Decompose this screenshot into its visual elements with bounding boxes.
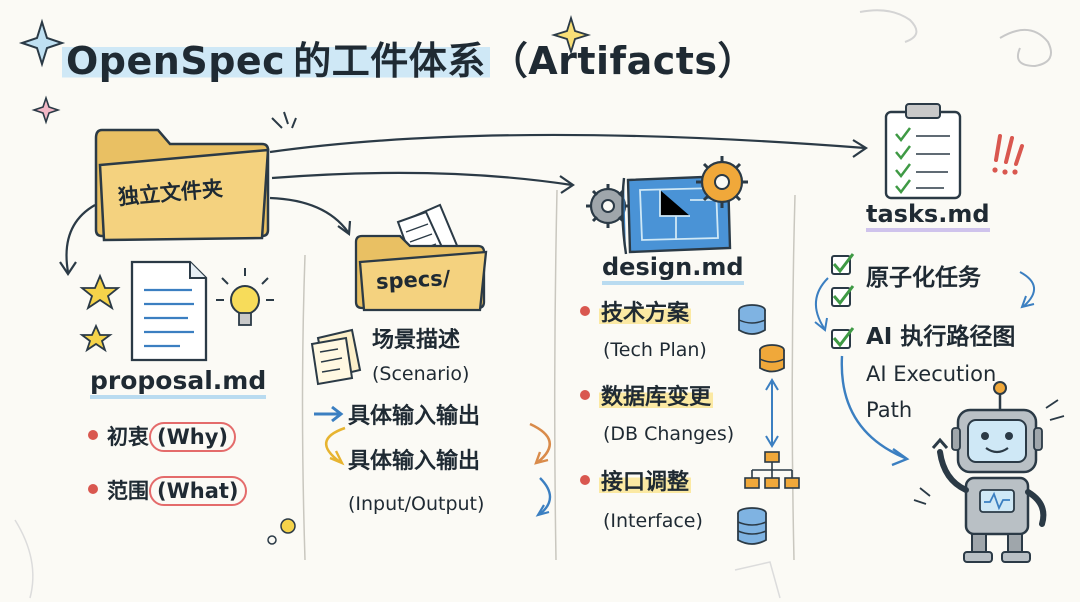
- notes-icon: [310, 328, 362, 386]
- design-item-interface: 接口调整: [580, 470, 692, 495]
- design-item-en: (Interface): [603, 510, 703, 532]
- design-item-cn: 技术方案: [599, 301, 692, 326]
- arrow-to-tasks: [269, 133, 866, 154]
- doodle: [859, 9, 918, 43]
- checkbox-icon: [831, 327, 855, 349]
- clipboard-icon: [884, 103, 962, 200]
- column-divider: [791, 194, 796, 561]
- bullet-dot: [88, 484, 98, 494]
- design-filename: design.md: [602, 255, 744, 285]
- exclamation-icon: [994, 134, 1024, 166]
- blueprint-icon: [621, 174, 732, 255]
- database-icon: [737, 507, 767, 545]
- dot-decoration: [280, 518, 296, 534]
- proposal-item-what: 范围(What): [88, 476, 247, 506]
- specs-folder-icon: [354, 203, 488, 312]
- design-item-en: (DB Changes): [603, 423, 735, 445]
- database-icon: [738, 304, 766, 335]
- bullet-dot: [580, 390, 590, 400]
- arrow-to-design: [271, 171, 573, 187]
- design-item-cn: 接口调整: [599, 470, 692, 495]
- lightbulb-icon: [216, 268, 274, 326]
- motion-lines: [913, 487, 931, 505]
- folder-icon: [94, 128, 270, 242]
- checkbox-icon: [831, 253, 855, 275]
- star-icon: [79, 323, 113, 353]
- arrow-to-proposal: [65, 204, 96, 273]
- hierarchy-icon: [744, 451, 800, 489]
- column-divider: [553, 189, 558, 561]
- motion-lines: [1045, 399, 1065, 421]
- tasks-item-ai-path-en-2: Path: [866, 398, 913, 422]
- specs-io-en: (Input/Output): [348, 493, 485, 515]
- robot-icon: [931, 381, 1047, 563]
- sparkle-icon: [550, 14, 592, 56]
- column-divider: [301, 254, 306, 561]
- bullet-dot: [580, 475, 590, 485]
- sparkle-lines: [271, 111, 297, 129]
- bullet-dot: [88, 430, 98, 440]
- title-cn: 的工件体系: [289, 39, 490, 83]
- arrow-to-specs: [269, 196, 349, 233]
- dot-decoration: [267, 535, 277, 545]
- proposal-item-en: (What): [149, 476, 247, 506]
- sparkle-icon: [18, 18, 66, 68]
- design-item-tech: 技术方案: [580, 301, 692, 326]
- proposal-filename: proposal.md: [90, 368, 267, 399]
- doodle: [734, 561, 781, 599]
- proposal-item-cn: 初衷: [107, 425, 149, 449]
- path-arrow: [840, 355, 906, 460]
- design-item-db: 数据库变更: [580, 385, 714, 410]
- specs-folder-label: specs/: [375, 266, 451, 294]
- specs-scenario-en: (Scenario): [372, 363, 470, 385]
- document-icon: [130, 260, 208, 362]
- specs-io-line-2: 具体输入输出: [348, 449, 481, 474]
- title-main: OpenSpec: [62, 39, 290, 83]
- curve-arrow: [1019, 271, 1035, 307]
- curve-arrow: [539, 477, 552, 515]
- checkbox-icon: [831, 285, 855, 307]
- tasks-filename: tasks.md: [866, 202, 990, 232]
- proposal-item-en: (Why): [149, 422, 236, 452]
- database-icon: [759, 344, 785, 373]
- tasks-item-atomic: 原子化任务: [866, 265, 981, 291]
- design-item-cn: 数据库变更: [599, 385, 714, 410]
- proposal-item-cn: 范围: [107, 479, 149, 503]
- proposal-item-why: 初衷(Why): [88, 422, 236, 452]
- curve-arrow: [529, 422, 551, 464]
- tasks-item-ai-path: AI 执行路径图: [866, 324, 1016, 350]
- bullet-dot: [580, 306, 590, 316]
- title-paren: （Artifacts）: [489, 39, 757, 83]
- swirl-doodle: [999, 29, 1052, 68]
- curve-arrow: [815, 277, 829, 329]
- star-icon: [79, 273, 121, 311]
- specs-scenario-cn: 场景描述: [372, 328, 461, 353]
- gear-icon: [586, 184, 630, 228]
- doodle: [14, 519, 34, 599]
- gear-icon: [696, 156, 748, 208]
- design-item-en: (Tech Plan): [603, 339, 707, 361]
- sparkle-icon: [31, 95, 61, 125]
- curve-arrow: [324, 426, 346, 464]
- specs-io-line-1: 具体输入输出: [348, 404, 481, 429]
- tasks-item-ai-path-en-1: AI Execution: [866, 362, 997, 386]
